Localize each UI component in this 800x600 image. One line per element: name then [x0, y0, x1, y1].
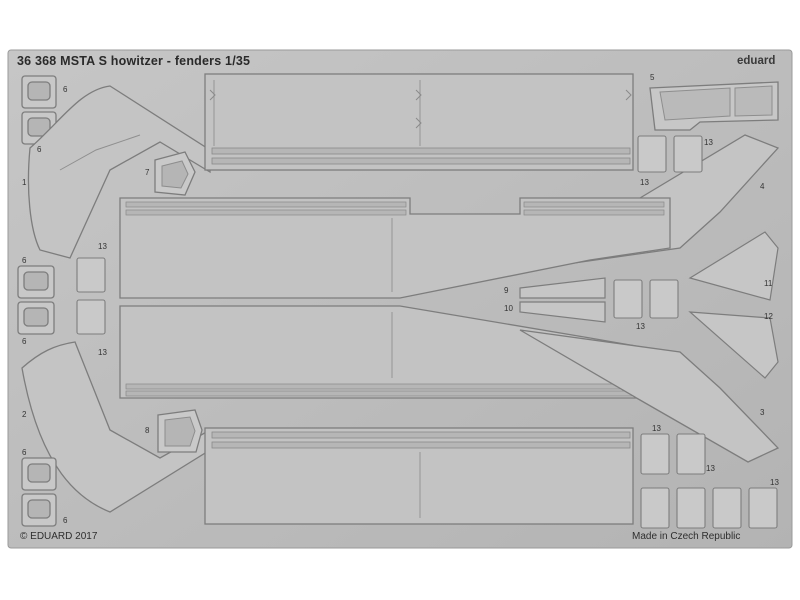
part-number: 13 [636, 322, 645, 331]
part-6-rings [17, 265, 57, 527]
part-number: 6 [63, 516, 68, 525]
part-number: 13 [652, 424, 661, 433]
part-number: 6 [22, 337, 27, 346]
top-fender-panel [204, 73, 634, 171]
part-number: 6 [37, 145, 42, 154]
part-number: 10 [504, 304, 513, 313]
part-number: 13 [704, 138, 713, 147]
sheet-title: 36 368 MSTA S howitzer - fenders 1/35 [17, 54, 251, 68]
part-number: 11 [764, 279, 773, 288]
part-number: 13 [98, 242, 107, 251]
part-number: 3 [760, 408, 765, 417]
part-number: 2 [22, 410, 27, 419]
central-upper-panel [119, 197, 671, 299]
part-9-10 [519, 277, 606, 323]
copyright-text: © EDUARD 2017 [20, 531, 98, 542]
part-number: 13 [640, 178, 649, 187]
part-number: 13 [98, 348, 107, 357]
bottom-fender-panel [204, 427, 634, 525]
part-3-fender [519, 329, 780, 463]
part-number: 9 [504, 286, 509, 295]
brand-logo: eduard [737, 55, 776, 67]
part-number: 6 [22, 448, 27, 457]
part-number: 13 [770, 478, 779, 487]
part-number: 4 [760, 182, 765, 191]
part-7 [154, 151, 196, 196]
part-number: 13 [706, 464, 715, 473]
part-number: 7 [145, 168, 150, 177]
part-number: 6 [63, 85, 68, 94]
fret-plate [7, 49, 793, 549]
part-11-12 [688, 231, 779, 379]
made-in-text: Made in Czech Republic [632, 531, 741, 542]
part-5 [649, 81, 779, 131]
part-number: 1 [22, 178, 27, 187]
part-number: 6 [22, 256, 27, 265]
part-number: 5 [650, 73, 655, 82]
part-2-fender [21, 341, 211, 513]
part-8 [157, 409, 203, 453]
part-number: 12 [764, 312, 773, 321]
part-1-fender [27, 85, 211, 259]
part-number: 8 [145, 426, 150, 435]
part-13-squares [76, 135, 778, 529]
